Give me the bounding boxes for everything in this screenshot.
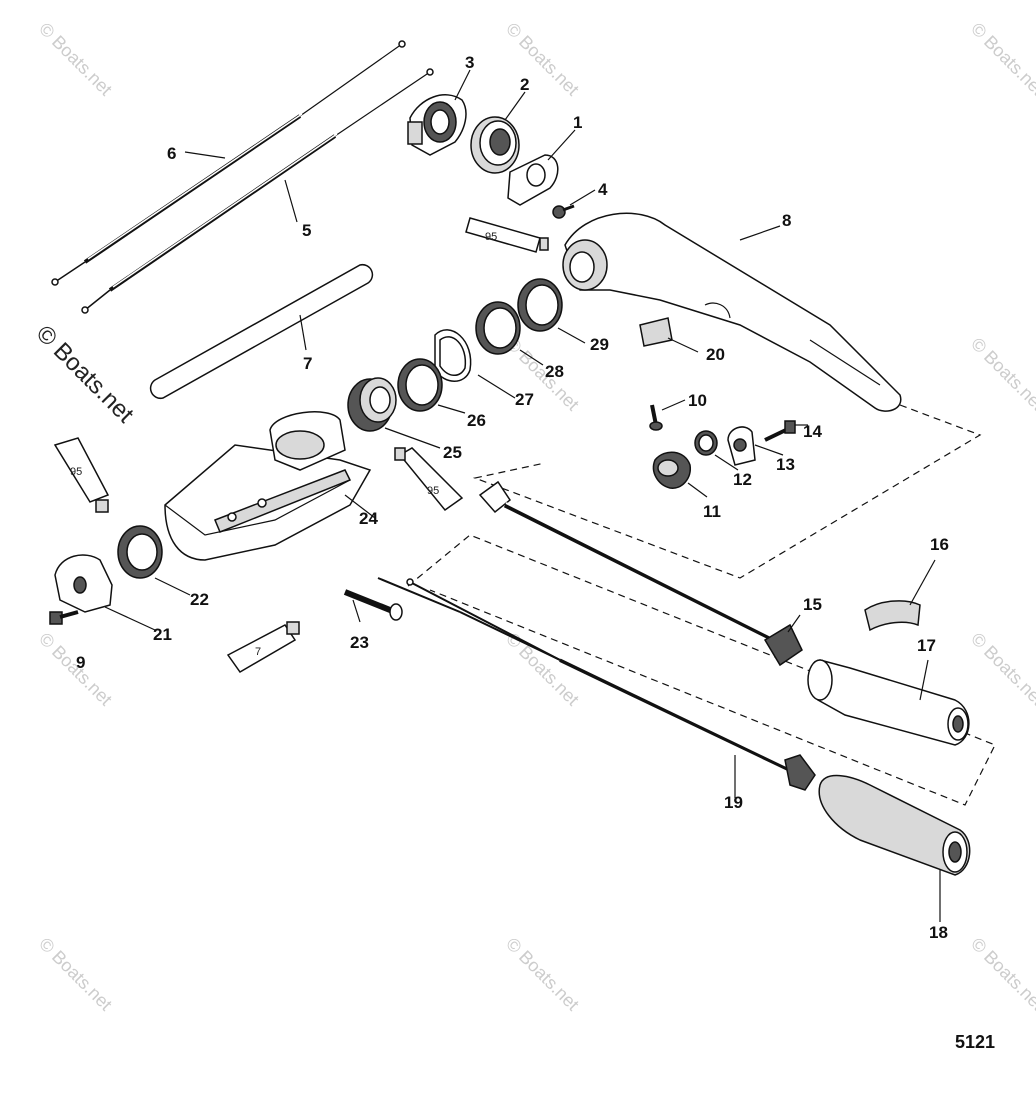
watermark: © Boats.net xyxy=(502,934,583,1015)
watermark: © Boats.net xyxy=(35,19,116,100)
watermark: © Boats.net xyxy=(967,334,1036,415)
part-label: 3 xyxy=(465,53,474,72)
part-label: 25 xyxy=(443,443,462,462)
plate-1 xyxy=(507,154,559,206)
gasket-27 xyxy=(434,329,472,382)
part-label: 27 xyxy=(515,390,534,409)
watermark: © Boats.net xyxy=(502,19,583,100)
part-label: 8 xyxy=(782,211,791,230)
bushing-2 xyxy=(470,116,520,174)
part-label: 29 xyxy=(590,335,609,354)
part-labels: 3 2 1 4 5 6 7 8 20 29 28 27 26 25 24 10 … xyxy=(76,53,949,942)
part-label: 24 xyxy=(359,509,378,528)
screw-4 xyxy=(552,204,575,219)
part-label: 18 xyxy=(929,923,948,942)
part-label: 12 xyxy=(733,470,752,489)
knob-11 xyxy=(652,451,691,489)
part-label: 6 xyxy=(167,144,176,163)
part-label: 4 xyxy=(598,180,608,199)
tube-label: 95 xyxy=(70,466,82,478)
watermark: © Boats.net xyxy=(967,19,1036,100)
watermark: © Boats.net xyxy=(967,934,1036,1015)
grease-tube-left: 95 xyxy=(53,437,110,513)
part-label: 15 xyxy=(803,595,822,614)
shift-rod-15 xyxy=(478,480,803,667)
bolt-14 xyxy=(764,420,796,442)
part-label: 16 xyxy=(930,535,949,554)
tiller-handle-8 xyxy=(562,212,902,412)
leader-lines xyxy=(104,69,941,922)
part-label: 13 xyxy=(776,455,795,474)
part-label: 10 xyxy=(688,391,707,410)
part-label: 1 xyxy=(573,113,582,132)
part-label: 14 xyxy=(803,422,822,441)
ring-12 xyxy=(694,430,718,456)
clamp-13 xyxy=(727,426,756,466)
bushing-25 xyxy=(347,377,397,432)
part-label: 2 xyxy=(520,75,529,94)
tube-label: 95 xyxy=(485,231,497,243)
tube-label: 7 xyxy=(255,646,261,658)
grease-tube-mid: 95 xyxy=(394,447,464,512)
grease-tube-upper: 95 xyxy=(465,217,549,253)
part-label: 5 xyxy=(302,221,311,240)
grip-17 xyxy=(807,659,970,746)
grease-tube-7: 7 xyxy=(226,621,300,673)
ring-28 xyxy=(475,301,521,355)
part-label: 23 xyxy=(350,633,369,652)
part-label: 20 xyxy=(706,345,725,364)
screw-10 xyxy=(649,404,663,431)
watermark: © Boats.net xyxy=(35,934,116,1015)
watermark-dark: © Boats.net xyxy=(31,320,139,428)
diagram-number: 5121 xyxy=(955,1032,995,1052)
plate-21 xyxy=(54,554,113,613)
rod-7 xyxy=(149,263,374,400)
ring-29 xyxy=(517,278,563,332)
part-label: 21 xyxy=(153,625,172,644)
bracket-24 xyxy=(164,411,372,561)
part-label: 7 xyxy=(303,354,312,373)
bolt-23 xyxy=(343,589,403,621)
cable-5 xyxy=(81,68,434,314)
part-label: 28 xyxy=(545,362,564,381)
clamp-3 xyxy=(407,94,467,156)
tube-label: 95 xyxy=(427,485,439,497)
sleeve-16 xyxy=(864,600,921,632)
clip-20 xyxy=(639,317,673,347)
stop-cable-19 xyxy=(377,577,816,791)
part-label: 9 xyxy=(76,653,85,672)
watermark: © Boats.net xyxy=(967,629,1036,710)
bolt-9 xyxy=(49,610,79,625)
grip-18 xyxy=(818,774,971,876)
cable-6 xyxy=(51,40,406,286)
bushing-22 xyxy=(117,525,163,579)
part-label: 11 xyxy=(703,502,721,521)
part-label: 22 xyxy=(190,590,209,609)
watermark: © Boats.net xyxy=(502,629,583,710)
ring-26 xyxy=(397,358,443,412)
part-label: 17 xyxy=(917,636,936,655)
part-label: 26 xyxy=(467,411,486,430)
part-label: 19 xyxy=(724,793,743,812)
assembly-lines xyxy=(407,404,996,806)
